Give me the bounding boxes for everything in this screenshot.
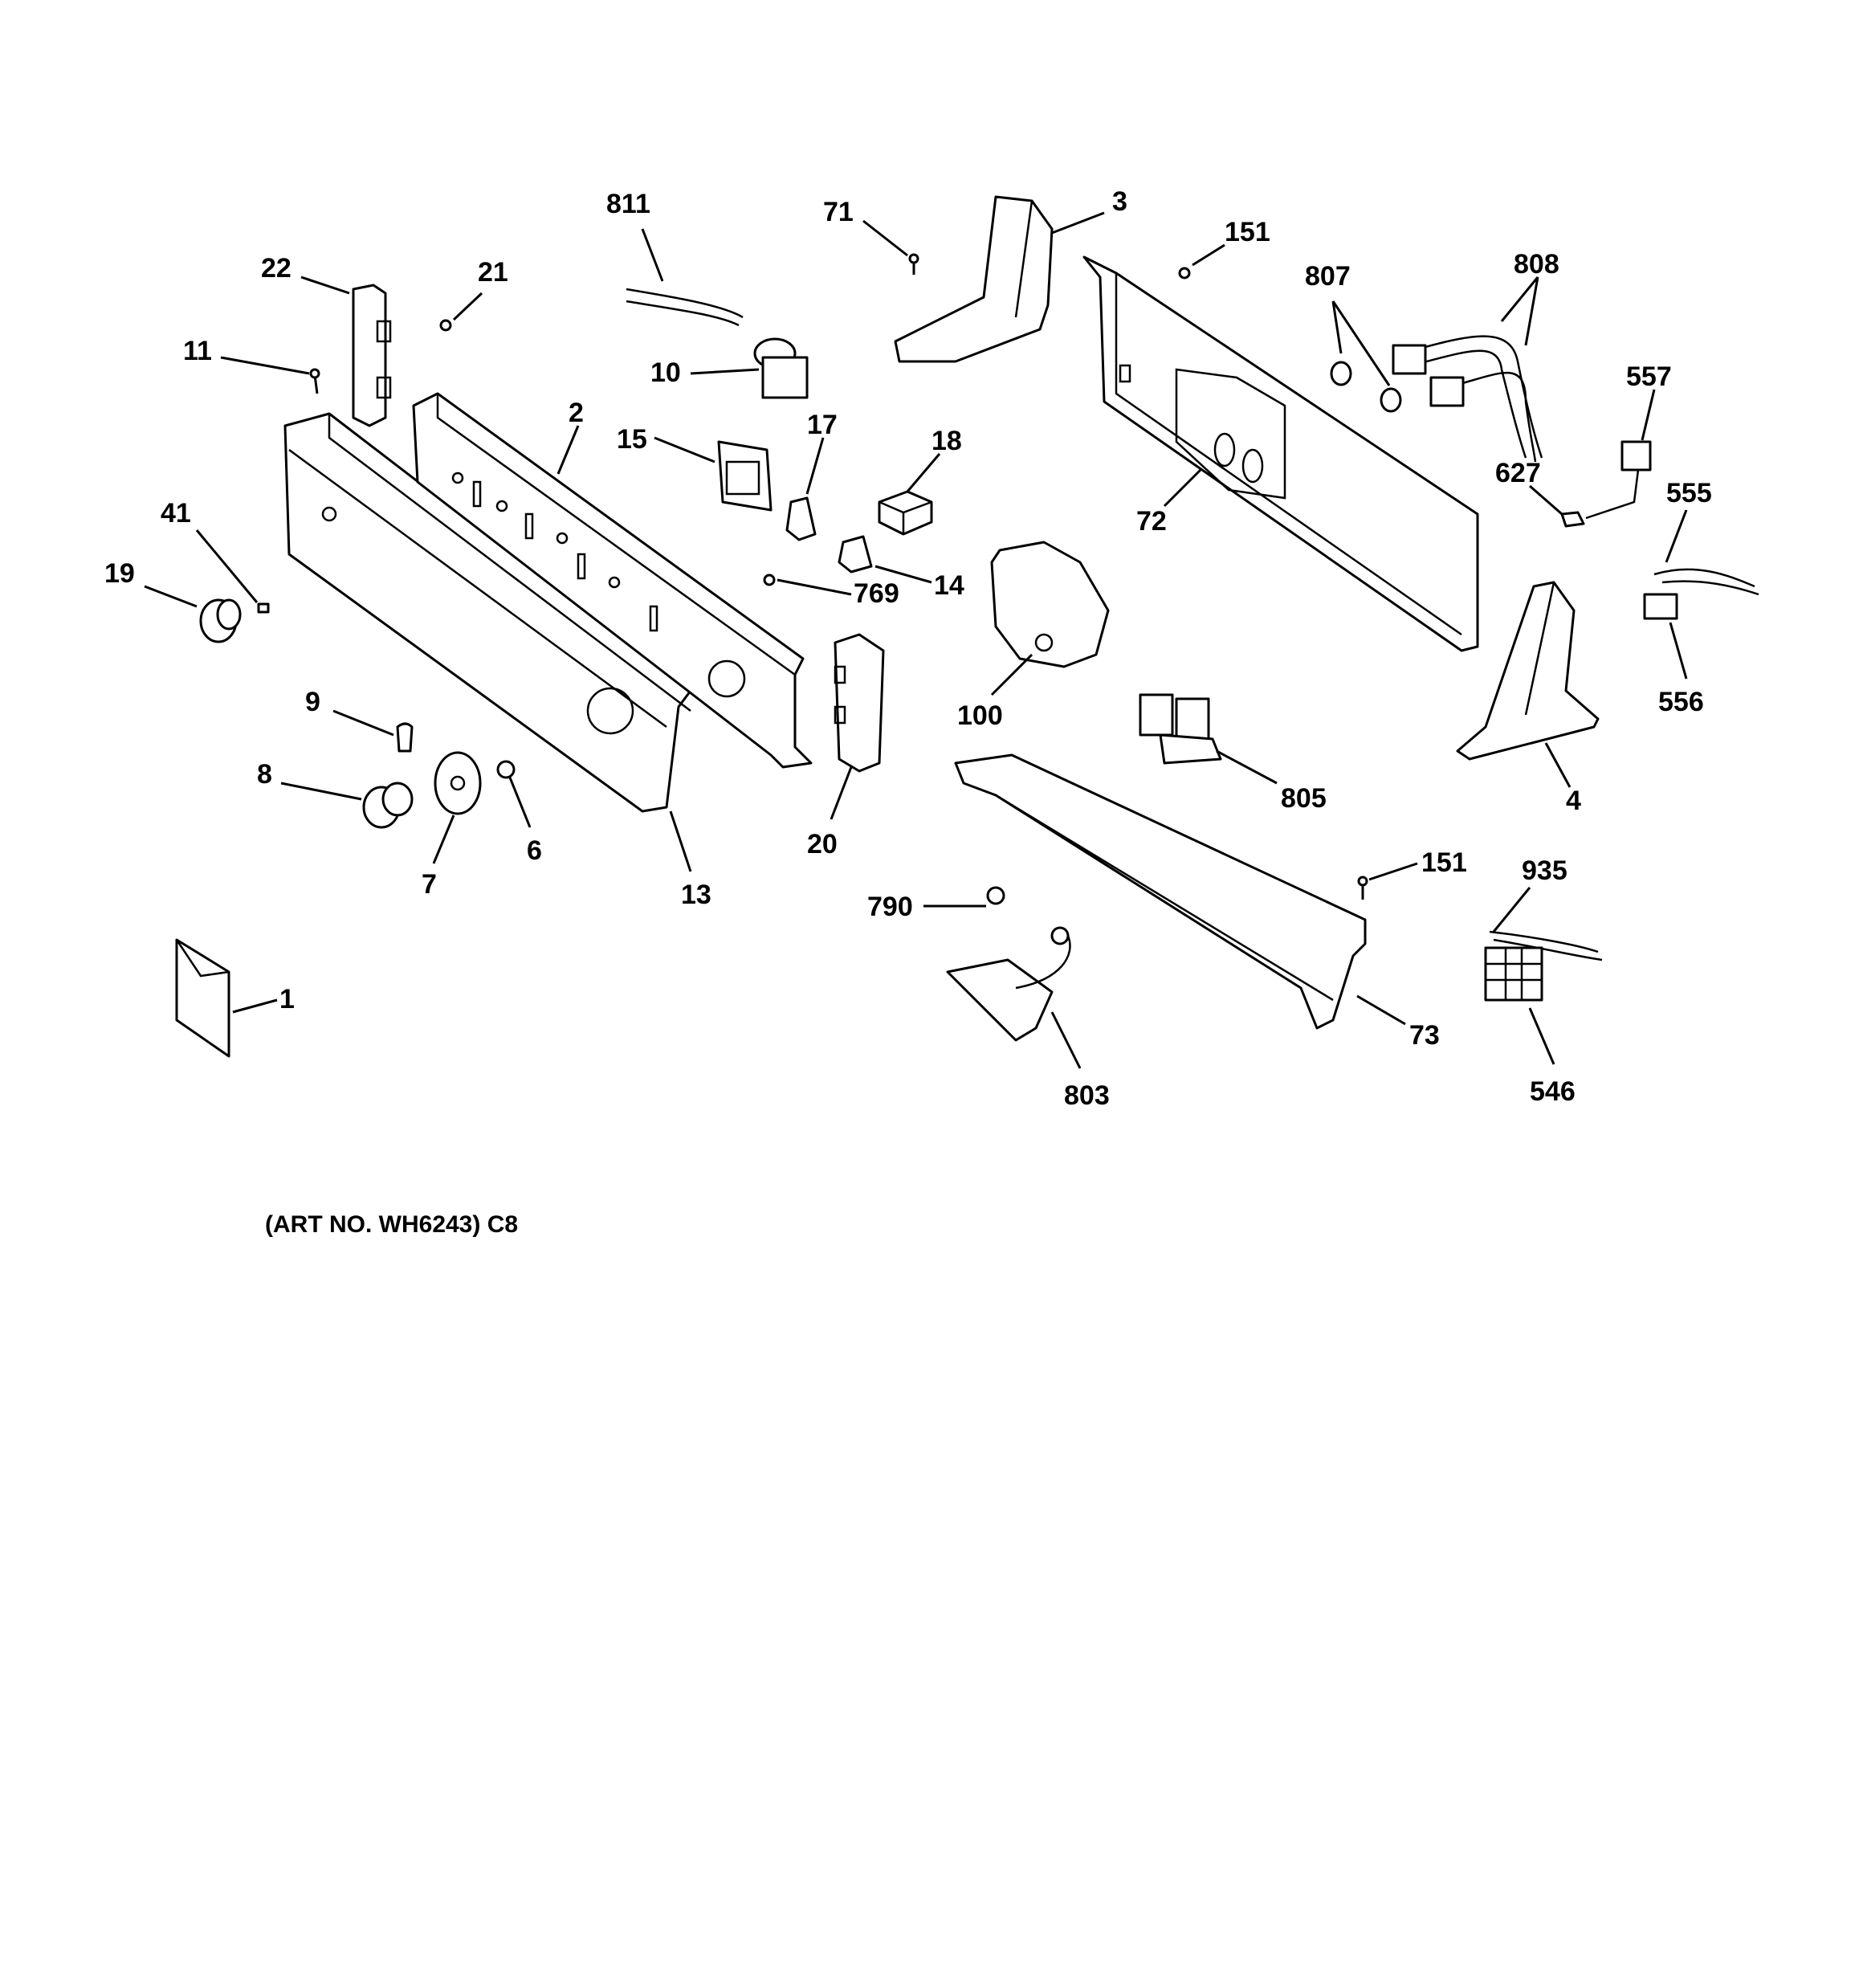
part-7-dial [434,751,482,815]
part-769-screw [763,574,776,586]
callout-4: 4 [1566,786,1581,816]
callout-1: 1 [279,984,295,1014]
callout-555: 555 [1666,478,1712,508]
part-811-hose [626,288,744,327]
part-41-spring [257,602,270,614]
part-803-harness-bracket [946,926,1071,1042]
callout-11: 11 [183,336,212,366]
part-19-knob [199,598,242,643]
part-2-control-bracket [412,392,813,769]
callout-805: 805 [1281,783,1327,814]
callout-811: 811 [606,189,650,219]
part-10-pressure-switch [753,337,809,399]
part-11-screw [309,368,320,394]
part-546-connector-block [1484,946,1543,1002]
callout-8: 8 [257,759,272,790]
part-21-screw [439,319,452,332]
callout-557: 557 [1626,361,1672,392]
callout-803: 803 [1064,1080,1110,1111]
part-73-lower-frame [954,753,1367,1030]
part-9-clip [396,722,414,753]
callout-935: 935 [1522,855,1567,886]
part-71-screw [908,253,919,275]
callout-151-lower: 151 [1421,847,1467,878]
callout-2: 2 [569,398,584,428]
callout-769: 769 [854,578,899,609]
callout-6: 6 [527,835,542,866]
art-number-note: (ART NO. WH6243) C8 [265,1211,519,1238]
callout-19: 19 [104,558,135,589]
callout-790: 790 [867,892,913,922]
callout-18: 18 [932,426,962,456]
callout-3: 3 [1112,186,1127,217]
callout-556: 556 [1658,687,1704,717]
part-790-clip [986,886,1005,905]
callout-151: 151 [1225,217,1270,247]
part-627-cap [1560,511,1585,528]
part-808-inlet-hoses [1392,335,1543,463]
part-807-washers [1330,361,1402,413]
part-557-plug [1585,440,1652,520]
callout-808: 808 [1514,249,1559,280]
callout-73: 73 [1409,1020,1440,1051]
part-100-timer [990,541,1110,668]
part-14-switch [838,535,873,574]
callout-17: 17 [807,410,838,440]
part-4-side-bracket [1456,581,1600,761]
part-17-switch [785,496,817,541]
part-8-knob [362,782,414,829]
callout-9: 9 [305,687,320,717]
callout-71: 71 [823,197,854,227]
callout-22: 22 [261,253,291,284]
callout-546: 546 [1530,1076,1576,1107]
callout-100: 100 [957,700,1003,731]
part-13-control-panel [283,412,692,813]
callout-13: 13 [681,880,711,910]
part-6-nut [496,760,516,779]
callout-627: 627 [1495,458,1541,488]
part-15-switch [717,440,773,512]
callout-14: 14 [934,570,964,601]
callout-21: 21 [478,257,508,288]
part-22-end-cap [352,284,392,427]
part-805-water-valve [1139,693,1222,765]
part-935-wire-leads [1489,930,1603,961]
part-1-literature [175,938,230,1058]
callout-41: 41 [161,498,191,529]
callout-10: 10 [650,357,681,388]
part-151a-screw [1178,267,1191,280]
callout-20: 20 [807,829,838,859]
part-555-wire [1653,568,1759,596]
callout-labels: 811 71 3 151 807 808 22 21 11 10 2 15 17… [104,186,1712,1111]
callout-72: 72 [1136,506,1167,537]
part-151b-screw [1357,876,1368,900]
part-3-side-bracket [894,195,1054,363]
callout-807: 807 [1305,261,1351,292]
callout-7: 7 [422,869,437,900]
leader-lines [144,211,1688,1069]
part-20-end-cap [834,633,885,773]
part-18-relay [878,490,933,536]
part-72-back-panel [1082,255,1479,652]
callout-15: 15 [617,424,647,455]
part-556-terminal-block [1643,593,1678,620]
